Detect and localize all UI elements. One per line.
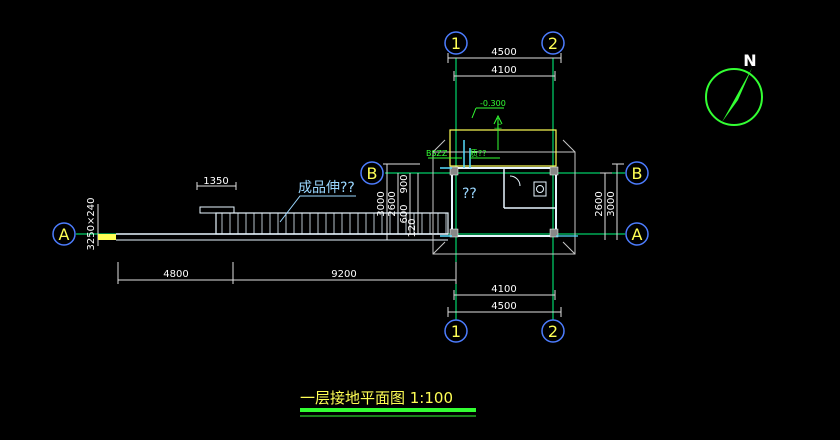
grid-bubble-A-right	[625, 222, 649, 246]
dim-right-2600: 2600	[594, 191, 605, 216]
dim-left-600: 600	[399, 204, 410, 223]
dim-left-900: 900	[399, 174, 410, 193]
grid-label-1-bottom: 1	[451, 322, 461, 341]
dim-left-120: 120	[407, 218, 418, 237]
elevation-label: -0.300	[480, 99, 506, 108]
grid-bubble-A-left	[52, 222, 76, 246]
grid-label-2-bottom: 2	[548, 322, 558, 341]
north-arrow: N	[705, 51, 763, 126]
ramp	[98, 206, 449, 241]
dim-left-span: 4800	[163, 269, 188, 280]
grid-bubble-labels: 1 2 1 2 A A B B	[59, 34, 643, 341]
title-underline-thick	[300, 408, 476, 412]
dim-right-span: 9200	[331, 269, 356, 280]
north-label: N	[743, 51, 756, 70]
door-swing	[509, 175, 521, 187]
up-label: 上	[494, 121, 502, 130]
drawing-title: 一层接地平面图 1:100	[300, 389, 476, 417]
grid-bubble-B-right	[625, 161, 649, 185]
dim-left-2600: 2600	[387, 191, 398, 216]
grid-label-2-top: 2	[548, 34, 558, 53]
building-plan	[428, 107, 578, 255]
dim-bottom-outer: 4500	[491, 301, 516, 312]
ramp-note: 成品伸??	[298, 180, 355, 196]
grid-bubble-B-left	[360, 161, 384, 185]
grid-bubble-1-top	[444, 31, 468, 55]
drawing-title-text: 一层接地平面图 1:100	[300, 389, 453, 407]
grid-bubble-2-bottom	[541, 319, 565, 343]
annotations: -0.300 上 BSZZ 质?? 成品伸?? ??	[298, 99, 506, 202]
canopy-outline	[449, 129, 557, 167]
compass-circle	[705, 68, 763, 126]
dim-top-outer: 4500	[491, 47, 516, 58]
grid-bubbles	[52, 31, 649, 343]
room-question-label: ??	[462, 186, 477, 202]
ramp-step-lines	[221, 213, 447, 234]
dim-right-3000: 3000	[606, 191, 617, 216]
grid-label-1-top: 1	[451, 34, 461, 53]
label-left: BSZZ	[426, 149, 448, 158]
grid-bubble-2-top	[541, 31, 565, 55]
label-mid: 质??	[470, 148, 487, 158]
toilet-fixture	[533, 181, 547, 197]
grid-label-B-left: B	[367, 164, 378, 183]
north-arrow-icon	[722, 68, 752, 122]
dim-left-3000: 3000	[376, 191, 387, 216]
dim-left-stack: 3250×240	[86, 198, 97, 251]
dim-top-inner: 4100	[491, 65, 516, 76]
dim-ramp-width: 1350	[203, 176, 228, 187]
dim-bottom-inner: 4100	[491, 284, 516, 295]
ramp-start-marker	[98, 234, 116, 240]
grid-bubble-1-bottom	[444, 319, 468, 343]
ramp-top-landing	[199, 206, 235, 214]
grid-label-A-right: A	[632, 225, 643, 244]
grid-label-A-left: A	[59, 225, 70, 244]
grid-label-B-right: B	[632, 164, 643, 183]
dimension-labels: 4500 4100 4100 4500 1350 4800 9200 2600 …	[86, 47, 617, 312]
